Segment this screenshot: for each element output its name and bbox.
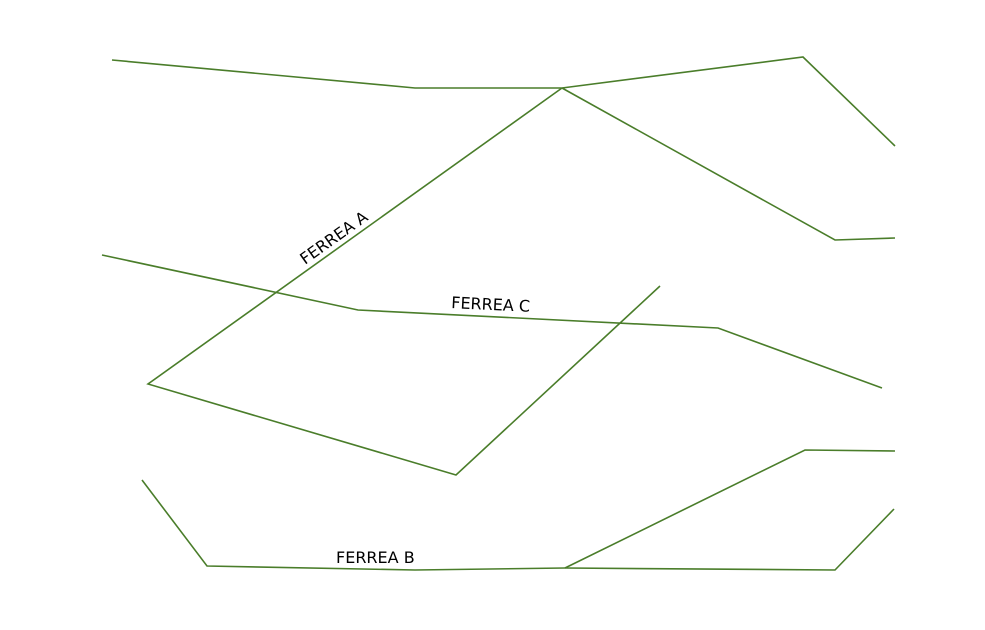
label-ferrea-c: FERREA C [451,293,531,316]
railway-line-ferrea-a [146,87,661,476]
railway-line-ferrea-c [101,254,883,389]
label-ferrea-b: FERREA B [336,548,415,567]
railway-line-bottom-branch [564,449,896,569]
label-ferrea-a: FERREA A [296,207,371,268]
railway-line-top-branch [561,87,896,241]
railway-line-top [111,56,896,147]
railway-line-ferrea-b [141,479,895,571]
